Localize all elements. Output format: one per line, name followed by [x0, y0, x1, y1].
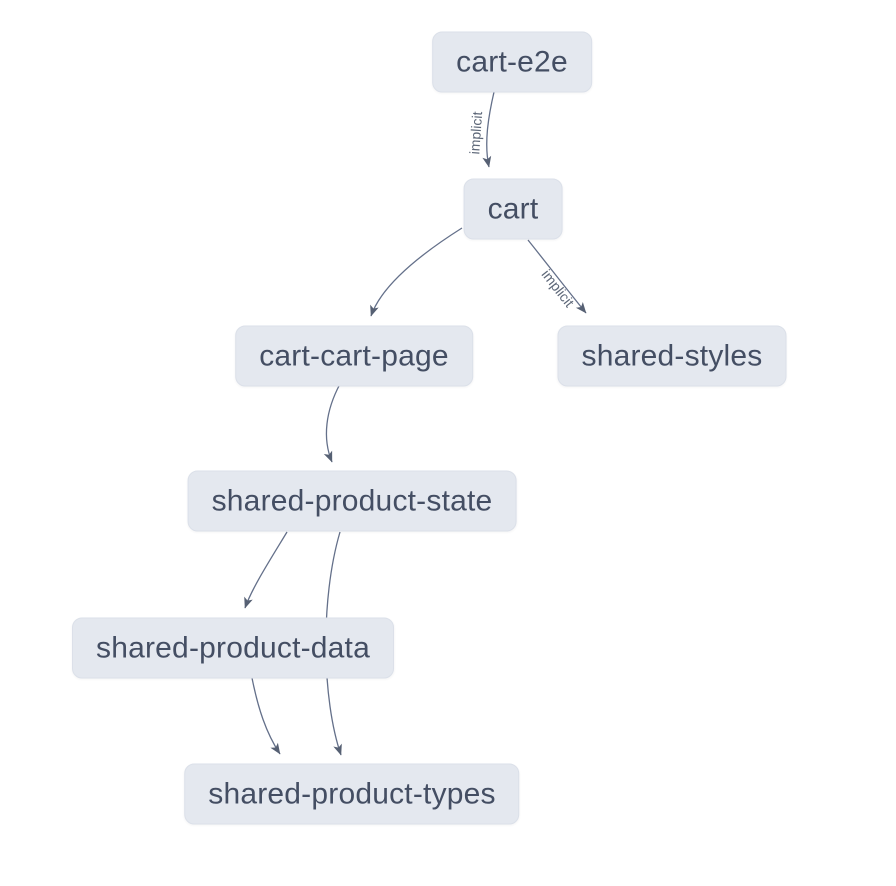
graph-node-cart-cart-page[interactable]: cart-cart-page	[235, 325, 473, 387]
node-label: shared-product-state	[211, 484, 493, 518]
edge-cart-e2e-to-cart	[482, 91, 495, 168]
edge-shared-product-state-to-shared-product-data	[244, 531, 288, 609]
node-label: cart-e2e	[456, 45, 568, 79]
node-label: shared-product-data	[96, 631, 370, 665]
edge-label: implicit	[466, 111, 485, 155]
graph-node-shared-styles[interactable]: shared-styles	[557, 325, 787, 387]
edge-shared-product-data-to-shared-product-types	[251, 677, 281, 755]
graph-node-shared-product-types[interactable]: shared-product-types	[184, 763, 520, 825]
node-label: shared-product-types	[208, 777, 496, 811]
graph-node-shared-product-data[interactable]: shared-product-data	[72, 617, 394, 679]
graph-node-shared-product-state[interactable]: shared-product-state	[187, 470, 517, 532]
graph-node-cart-e2e[interactable]: cart-e2e	[432, 31, 592, 93]
node-label: cart-cart-page	[259, 339, 449, 373]
edge-cart-to-shared-styles	[527, 239, 587, 314]
edge-cart-cart-page-to-shared-product-state	[323, 383, 341, 463]
edge-cart-to-cart-cart-page	[370, 227, 463, 317]
graph-node-cart[interactable]: cart	[463, 178, 563, 240]
node-label: shared-styles	[581, 339, 763, 373]
node-label: cart	[487, 192, 539, 226]
